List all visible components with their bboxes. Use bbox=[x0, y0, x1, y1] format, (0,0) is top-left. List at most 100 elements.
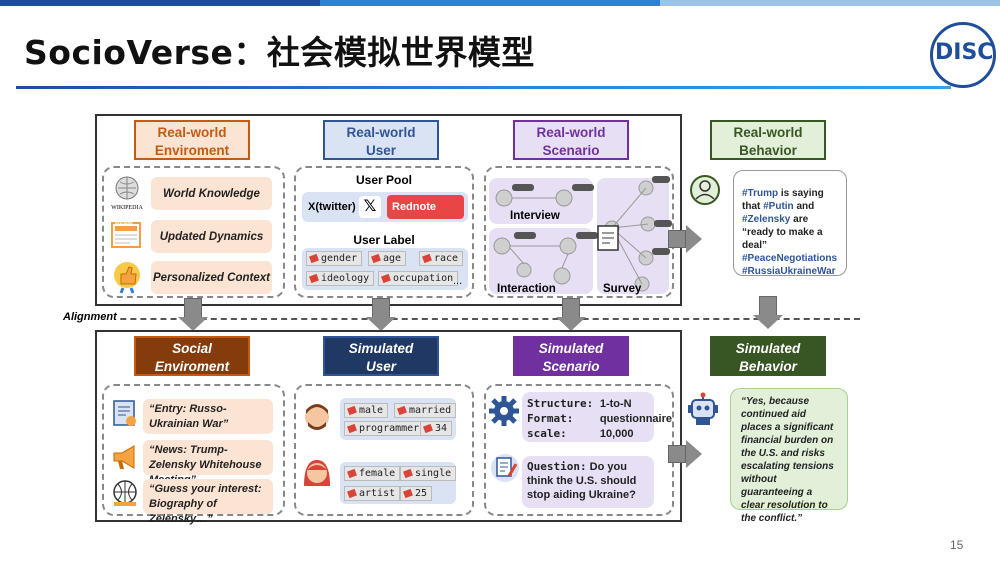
real-world-behavior-header: Real-world Behavior bbox=[710, 120, 826, 160]
thumbs-up-icon bbox=[110, 260, 144, 294]
right-arrow-bottom bbox=[668, 445, 686, 463]
hashtag: #Trump bbox=[742, 188, 779, 199]
header-line: Simulated bbox=[735, 341, 801, 356]
header-line: Real-world bbox=[157, 125, 227, 140]
down-arrow-env bbox=[178, 317, 208, 331]
user2-tag-single: single bbox=[400, 466, 457, 481]
hashtag: #PeaceNegotiations bbox=[742, 253, 838, 264]
question-key: Question: bbox=[527, 460, 587, 473]
tweet-text: and bbox=[793, 201, 815, 212]
logo-text: DISC bbox=[935, 40, 994, 65]
header-line: Real-world bbox=[733, 125, 803, 140]
env-item-personalized-context: Personalized Context bbox=[151, 261, 272, 294]
header-line: Scenario bbox=[542, 359, 600, 374]
tag-gender: gender bbox=[306, 251, 363, 266]
user2-tag-female: female bbox=[344, 466, 401, 481]
format-key: Format: bbox=[527, 412, 574, 425]
alignment-dashed-line bbox=[60, 318, 860, 320]
tag-age: age bbox=[368, 251, 407, 266]
megaphone-icon bbox=[110, 442, 140, 472]
simulated-scenario-header: Simulated Scenario bbox=[513, 336, 629, 376]
simulated-user-header: Simulated User bbox=[323, 336, 439, 376]
social-item-news: “News: Trump-Zelensky Whitehouse Meeting… bbox=[143, 440, 273, 486]
hashtag: #RussiaUkraineWar bbox=[742, 266, 836, 277]
user-avatar-icon bbox=[689, 174, 721, 206]
structure-key: Structure: bbox=[527, 397, 594, 410]
user2-tag-artist: artist bbox=[344, 486, 401, 501]
scale-key: scale: bbox=[527, 427, 567, 440]
scenario-network bbox=[493, 176, 672, 292]
user-label-title: User Label bbox=[353, 233, 415, 247]
female-avatar-icon bbox=[300, 456, 334, 490]
tag-occupation: occupation bbox=[378, 271, 459, 286]
x-logo-icon: 𝕏 bbox=[359, 196, 381, 218]
scenario-config-panel bbox=[522, 392, 654, 442]
tweet-text: is saying that bbox=[742, 188, 824, 212]
social-environment-header: Social Enviroment bbox=[134, 336, 250, 376]
env-item-updated-dynamics: Updated Dynamics bbox=[151, 220, 272, 253]
down-arrow-scenario-stem bbox=[562, 298, 580, 318]
down-arrow-env-stem bbox=[184, 298, 202, 318]
tweet-text: are “ready to make a deal” bbox=[742, 214, 823, 251]
user2-tag-age: 25 bbox=[400, 486, 433, 501]
structure-row: Structure: 1-to-N bbox=[527, 396, 632, 412]
simulated-behavior-header: Simulated Behavior bbox=[710, 336, 826, 376]
format-value: questionnaire bbox=[599, 413, 672, 425]
scale-row: scale: 10,000 bbox=[527, 426, 634, 442]
male-avatar-icon bbox=[300, 400, 334, 434]
top-color-bar bbox=[0, 0, 1000, 6]
robot-icon bbox=[686, 392, 720, 428]
tag-race: race bbox=[419, 251, 464, 266]
header-line: Behavior bbox=[739, 359, 797, 374]
question-text: Question: Do you think the U.S. should s… bbox=[527, 460, 653, 502]
down-arrow-behavior bbox=[753, 315, 783, 329]
header-line: Real-world bbox=[536, 125, 606, 140]
user-pool-title: User Pool bbox=[355, 173, 412, 187]
header-line: Behavior bbox=[739, 143, 797, 158]
right-arrow-top bbox=[668, 230, 686, 248]
down-arrow-behavior-stem bbox=[759, 296, 777, 316]
header-line: Enviroment bbox=[154, 143, 230, 158]
down-arrow-user-stem bbox=[372, 298, 390, 318]
disc-logo bbox=[930, 22, 996, 88]
hashtag: #Zelensky bbox=[742, 214, 791, 225]
news-label: NEWS bbox=[115, 222, 133, 228]
news-icon bbox=[110, 220, 144, 250]
wikipedia-icon bbox=[112, 175, 142, 205]
tag-ellipsis: ... bbox=[453, 275, 463, 287]
header-line: Simulated bbox=[538, 341, 604, 356]
user1-tag-age: 34 bbox=[420, 421, 453, 436]
user1-tag-married: married bbox=[394, 403, 457, 418]
format-row: Format: questionnaire bbox=[527, 411, 672, 427]
rednote-label: Rednote bbox=[392, 201, 436, 213]
env-item-world-knowledge: World Knowledge bbox=[151, 177, 272, 210]
wikipedia-label: WIKIPEDIA bbox=[111, 205, 143, 211]
social-item-entry: “Entry: Russo-Ukrainian War” bbox=[143, 399, 273, 434]
page-number: 15 bbox=[950, 538, 964, 552]
scale-value: 10,000 bbox=[599, 428, 634, 440]
question-panel bbox=[522, 456, 654, 508]
header-line: Social bbox=[172, 341, 212, 356]
scenario-label-survey: Survey bbox=[603, 283, 642, 295]
header-line: User bbox=[365, 143, 397, 158]
header-line: Scenario bbox=[542, 143, 600, 158]
header-line: Enviroment bbox=[154, 359, 230, 374]
real-world-user-header: Real-world User bbox=[323, 120, 439, 160]
document-icon bbox=[110, 398, 140, 428]
title-underline bbox=[16, 86, 951, 89]
real-behavior-tweet: #Trump is saying that #Putin and #Zelens… bbox=[733, 170, 847, 277]
scenario-label-interview: Interview bbox=[510, 210, 560, 222]
simulated-behavior-response: “Yes, because continued aid places a sig… bbox=[730, 388, 848, 524]
hashtag: #Putin bbox=[763, 201, 794, 212]
header-line: User bbox=[365, 359, 397, 374]
real-world-scenario-header: Real-world Scenario bbox=[513, 120, 629, 160]
tag-ideology: ideology bbox=[306, 271, 375, 286]
user1-tag-male: male bbox=[344, 403, 389, 418]
right-arrowhead-top bbox=[686, 225, 702, 253]
right-arrowhead-bottom bbox=[686, 440, 702, 468]
scenario-label-interaction: Interaction bbox=[497, 283, 556, 295]
slide-title: SocioVerse：社会模拟世界模型 bbox=[24, 33, 535, 72]
globe-icon bbox=[110, 478, 140, 508]
down-arrow-user bbox=[366, 317, 396, 331]
x-twitter-label: X(twitter) bbox=[308, 201, 356, 213]
